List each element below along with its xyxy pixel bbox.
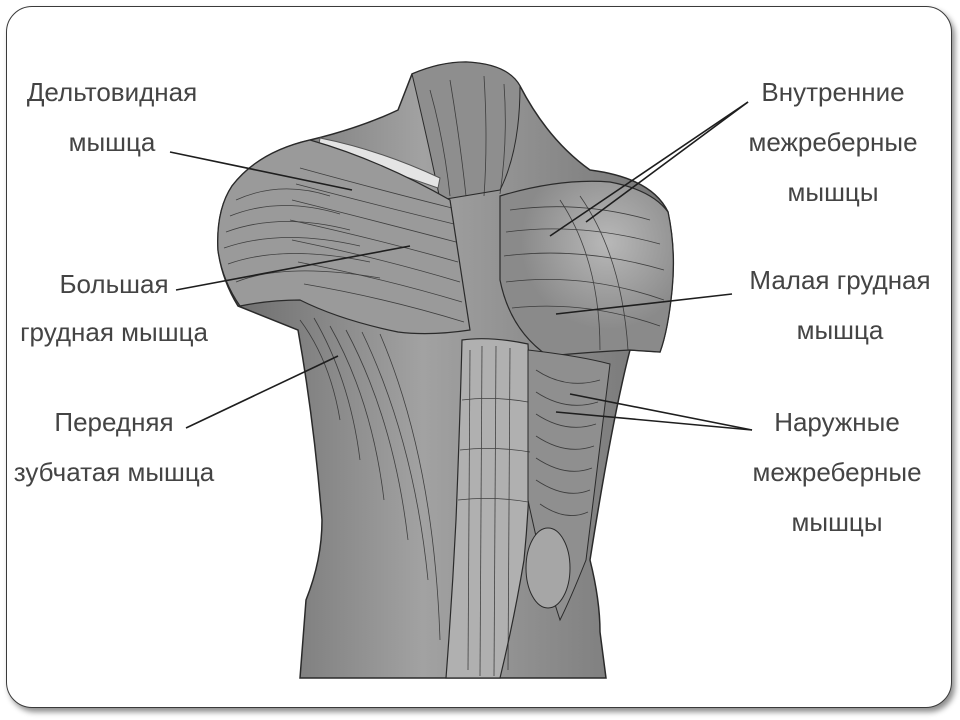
left-pectoral-region [217,139,471,335]
label-external-intercostals-line2: межреберные [752,457,922,487]
label-deltoid-line2: мышца [68,127,156,157]
right-pectoral-region [499,180,674,357]
label-internal-intercostals-line2: межреберные [748,127,918,157]
neck-muscles [411,61,521,201]
leader-lines [169,101,753,431]
label-internal-intercostals: Внутренние межреберные мышцы [720,70,946,214]
label-pectoralis-major-line1: Большая [59,269,169,299]
hip-contour [525,527,571,609]
label-pectoralis-minor-line2: мышца [796,315,884,345]
leader-external-intercostals-1 [569,393,753,431]
label-external-intercostals-line1: Наружные [774,407,900,437]
leader-pectoralis-minor [555,293,733,315]
label-pectoralis-major: Большая грудная мышца [6,262,222,354]
leader-external-intercostals-2 [555,411,753,431]
label-external-intercostals: Наружные межреберные мышцы [730,400,944,544]
label-internal-intercostals-line1: Внутренние [761,77,905,107]
leader-serratus-anterior [185,355,339,429]
label-internal-intercostals-line3: мышцы [787,177,879,207]
label-serratus-anterior-line2: зубчатая мышца [13,457,215,487]
leader-deltoid [169,151,353,191]
leader-internal-intercostals-2 [585,101,749,223]
label-pectoralis-minor-line1: Малая грудная [749,265,931,295]
label-deltoid: Дельтовидная мышца [14,70,210,164]
label-pectoralis-minor: Малая грудная мышца [730,258,950,352]
label-deltoid-line1: Дельтовидная [26,77,198,107]
label-pectoralis-major-line2: грудная мышца [20,317,208,347]
leader-pectoralis-major [175,245,411,291]
label-serratus-anterior-line1: Передняя [54,407,174,437]
label-serratus-anterior: Передняя зубчатая мышца [0,400,228,494]
label-external-intercostals-line3: мышцы [791,507,883,537]
muscle-fibers [223,75,665,677]
leader-internal-intercostals-1 [549,101,749,237]
